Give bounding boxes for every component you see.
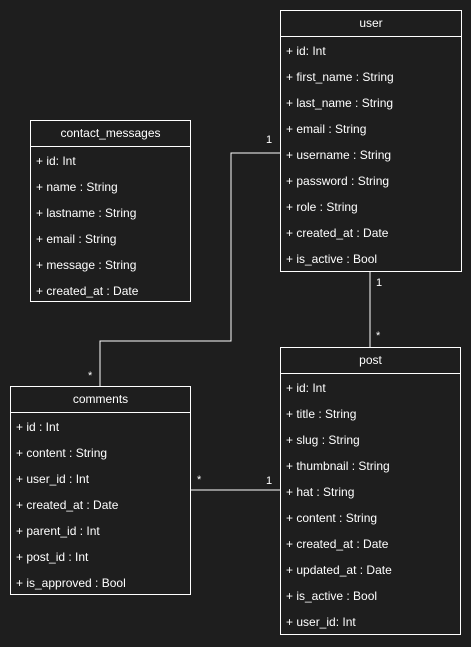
attribute: + user_id: Int [286,615,356,629]
attribute: + id : Int [16,420,60,434]
attribute: + slug : String [286,433,360,447]
class-post[interactable]: post + id: Int + title : String + slug :… [280,347,461,635]
class-user[interactable]: user + id: Int + first_name : String + l… [280,10,462,272]
multiplicity-user-post-user-end: 1 [376,277,383,289]
attribute: + role : String [286,200,358,214]
attribute: + last_name : String [286,96,394,110]
class-post-attributes: + id: Int + title : String + slug : Stri… [281,374,460,635]
attribute: + user_id : Int [16,472,90,486]
attribute: + post_id : Int [16,550,89,564]
attribute: + thumbnail : String [286,459,390,473]
attribute: + message : String [36,258,137,272]
attribute: + is_active : Bool [286,252,378,266]
class-post-title: post [281,348,460,374]
multiplicity-comments-post-comments-end: * [197,474,202,486]
attribute: + email : String [36,232,117,246]
attribute: + is_active : Bool [286,589,378,603]
class-comments-attributes: + id : Int + content : String + user_id … [11,413,190,596]
attribute: + id: Int [36,154,76,168]
attribute: + password : String [286,174,390,188]
class-user-attributes: + id: Int + first_name : String + last_n… [281,37,461,272]
attribute: + created_at : Date [36,284,139,298]
attribute: + is_approved : Bool [16,576,126,590]
multiplicity-user-post-post-end: * [376,330,381,342]
connector-user-comments [99,152,281,386]
class-contact-messages-title: contact_messages [31,121,190,147]
class-contact-messages[interactable]: contact_messages + id: Int + name : Stri… [30,120,191,302]
attribute: + id: Int [286,381,326,395]
multiplicity-comments-post-post-end: 1 [266,475,273,487]
multiplicity-user-comments-comments-end: * [88,370,93,382]
multiplicity-user-comments-user-end: 1 [266,134,273,146]
attribute: + username : String [286,148,392,162]
attribute: + lastname : String [36,206,137,220]
attribute: + name : String [36,180,118,194]
attribute: + id: Int [286,44,326,58]
attribute: + parent_id : Int [16,524,100,538]
attribute: + content : String [286,511,378,525]
class-comments-title: comments [11,387,190,413]
class-user-title: user [281,11,461,37]
attribute: + content : String [16,446,108,460]
attribute: + email : String [286,122,367,136]
attribute: + created_at : Date [286,537,389,551]
attribute: + created_at : Date [286,226,389,240]
class-comments[interactable]: comments + id : Int + content : String +… [10,386,191,595]
class-contact-messages-attributes: + id: Int + name : String + lastname : S… [31,147,190,304]
attribute: + hat : String [286,485,355,499]
attribute: + created_at : Date [16,498,119,512]
attribute: + updated_at : Date [286,563,392,577]
attribute: + first_name : String [286,70,394,84]
attribute: + title : String [286,407,357,421]
